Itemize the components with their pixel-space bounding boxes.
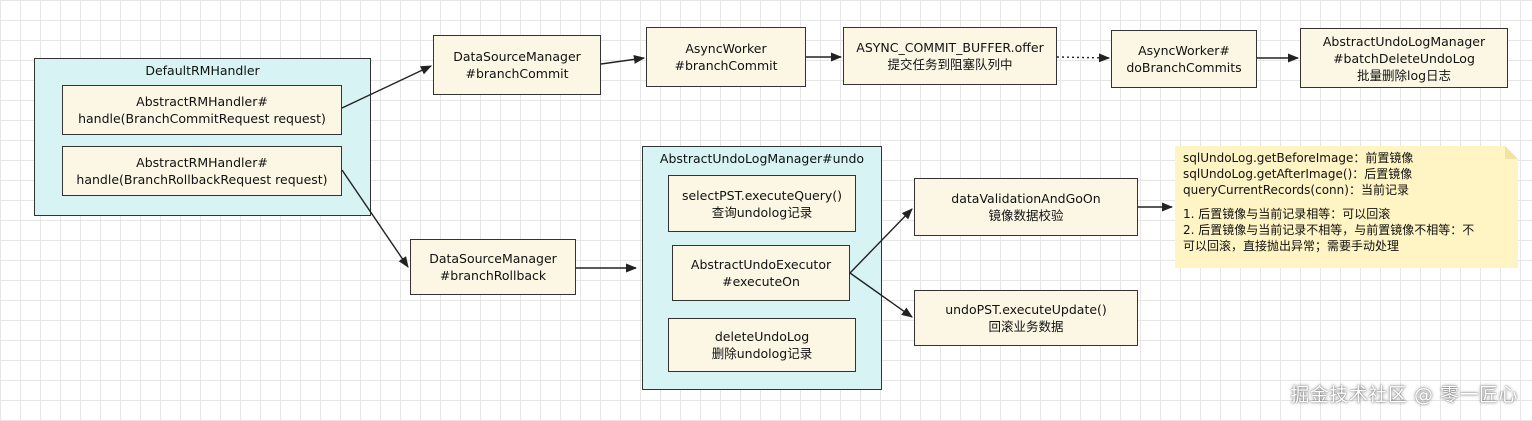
node-select-pst[interactable]: selectPST.executeQuery() 查询undolog记录	[668, 175, 856, 232]
node-undo-execute-update[interactable]: undoPST.executeUpdate() 回滚业务数据	[914, 290, 1138, 346]
node-text: DataSourceManager	[429, 251, 557, 266]
node-ds-branch-commit[interactable]: DataSourceManager #branchCommit	[433, 35, 601, 95]
node-text: #branchCommit	[465, 66, 569, 81]
node-delete-undo-log[interactable]: deleteUndoLog 删除undolog记录	[668, 318, 856, 372]
note-line: queryCurrentRecords(conn)：当前记录	[1183, 183, 1409, 197]
node-text: 查询undolog记录	[711, 204, 813, 220]
node-text: AsyncWorker	[685, 41, 767, 56]
edge-ds-commit-to-async-commit	[600, 54, 646, 65]
node-text: #branchRollback	[439, 268, 547, 283]
node-text: ASYNC_COMMIT_BUFFER.offer	[856, 40, 1044, 55]
node-text: AbstractUndoLogManager	[1322, 33, 1486, 49]
node-text: deleteUndoLog	[714, 329, 810, 344]
note-image-validation: sqlUndoLog.getBeforeImage：前置镜像 sqlUndoLo…	[1175, 146, 1518, 268]
node-text: 删除undolog记录	[711, 346, 813, 361]
node-text: 镜像数据校验	[988, 208, 1064, 223]
group-title: AbstractUndoLogManager#undo	[659, 151, 865, 166]
edge-execute-on-to-data-validation	[849, 208, 913, 274]
note-line: sqlUndoLog.getAfterImage()：后置镜像	[1183, 167, 1413, 181]
node-handle-rollback[interactable]: AbstractRMHandler# handle(BranchRollback…	[62, 146, 342, 196]
note-line: 2. 后置镜像与当前记录不相等，与前置镜像不相等：不	[1183, 223, 1475, 237]
node-text: #batchDeleteUndoLog	[1333, 50, 1475, 66]
node-text: AbstractRMHandler#	[136, 94, 268, 109]
node-execute-on[interactable]: AbstractUndoExecutor #executeOn	[672, 245, 850, 301]
node-async-branch-commit[interactable]: AsyncWorker #branchCommit	[646, 27, 806, 87]
node-text: selectPST.executeQuery()	[681, 187, 843, 203]
node-text: AsyncWorker#	[1138, 43, 1230, 58]
edge-execute-on-to-undo-update	[849, 272, 913, 318]
node-text: 提交任务到阻塞队列中	[887, 57, 1013, 72]
note-line: 1. 后置镜像与当前记录相等：可以回滚	[1183, 207, 1391, 221]
node-text: handle(BranchRollbackRequest request)	[76, 172, 328, 187]
node-buffer-offer[interactable]: ASYNC_COMMIT_BUFFER.offer 提交任务到阻塞队列中	[843, 27, 1057, 85]
node-text: AbstractUndoExecutor	[690, 257, 832, 272]
watermark-text: 掘金技术社区 @ 零一匠心	[1290, 384, 1518, 406]
node-text: 回滚业务数据	[988, 319, 1064, 334]
node-do-branch-commits[interactable]: AsyncWorker# doBranchCommits	[1111, 30, 1257, 88]
node-batch-delete-undo-log[interactable]: AbstractUndoLogManager #batchDeleteUndoL…	[1300, 28, 1508, 88]
edge-buffer-offer-to-do-branch-commits	[1056, 53, 1111, 63]
node-text: #branchCommit	[674, 58, 778, 73]
node-data-validation[interactable]: dataValidationAndGoOn 镜像数据校验	[914, 178, 1138, 236]
group-title: DefaultRMHandler	[145, 63, 260, 78]
edge-handle-rollback-to-ds-rollback	[341, 169, 409, 268]
node-text: 批量删除log日志	[1356, 67, 1452, 83]
node-text: dataValidationAndGoOn	[951, 191, 1101, 206]
note-line: 可以回滚，直接抛出异常；需要手动处理	[1183, 239, 1400, 253]
node-text: undoPST.executeUpdate()	[945, 302, 1107, 317]
node-text: handle(BranchCommitRequest request)	[78, 111, 326, 126]
node-text: DataSourceManager	[453, 49, 581, 64]
node-ds-branch-rollback[interactable]: DataSourceManager #branchRollback	[410, 239, 576, 295]
edge-handle-commit-to-ds-commit	[341, 65, 433, 109]
node-text: #executeOn	[722, 274, 800, 289]
node-text: doBranchCommits	[1126, 60, 1242, 75]
node-handle-commit[interactable]: AbstractRMHandler# handle(BranchCommitRe…	[62, 85, 342, 135]
note-line: sqlUndoLog.getBeforeImage：前置镜像	[1183, 151, 1414, 165]
node-text: AbstractRMHandler#	[136, 155, 268, 170]
